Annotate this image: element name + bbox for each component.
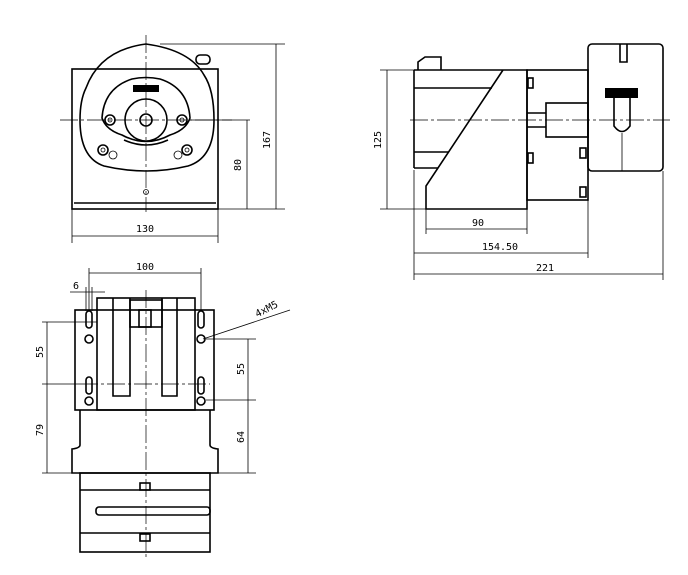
- dim-width-130: 130: [136, 224, 154, 235]
- dim-left-79: 79: [35, 424, 46, 436]
- dim-depth-154-50: 154.50: [482, 242, 518, 253]
- dim-center-height-80: 80: [233, 159, 244, 171]
- dim-height-125: 125: [373, 131, 384, 149]
- front-view: [60, 35, 232, 212]
- dim-left-55: 55: [35, 346, 46, 358]
- side-view: [410, 43, 670, 210]
- dim-right-64: 64: [236, 431, 247, 443]
- dim-slot-6: 6: [73, 281, 79, 292]
- side-dimensions: 125 90 154.50 221: [373, 69, 664, 280]
- hole-callout-4xm5: 4xM5: [254, 299, 280, 320]
- dim-height-167: 167: [262, 131, 273, 149]
- mounting-holes: [84, 310, 206, 406]
- logo-plate: [133, 85, 159, 92]
- bottom-view: [71, 290, 219, 560]
- dim-depth-90: 90: [472, 218, 484, 229]
- front-dimensions: 130 80 167: [71, 43, 285, 243]
- dim-total-221: 221: [536, 263, 554, 274]
- dim-hole-spacing-100: 100: [136, 262, 154, 273]
- dim-right-55: 55: [236, 363, 247, 375]
